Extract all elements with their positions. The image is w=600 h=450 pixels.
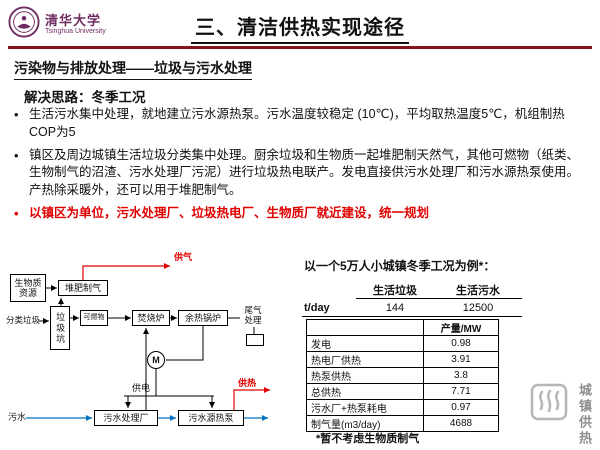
university-name-cn: 清华大学 bbox=[45, 13, 102, 28]
row-value: 3.8 bbox=[423, 367, 499, 384]
input-col-waste: 生活垃圾 bbox=[356, 281, 434, 299]
row-value: 4688 bbox=[423, 415, 499, 432]
bullet-text: 镇区及周边城镇生活垃圾分类集中处理。厨余垃圾和生物质一起堆肥制天然气，其他可燃物… bbox=[29, 147, 580, 198]
biomass-box: 生物质资源 bbox=[10, 274, 46, 302]
output-header-cell: 产量/MW bbox=[423, 319, 499, 336]
row-label: 热泵供热 bbox=[306, 367, 424, 384]
bullet-icon: • bbox=[14, 205, 19, 221]
bullet-text: 生活污水集中处理，就地建立污水源热泵。污水温度较稳定 (10℃)，平均取热温度5… bbox=[29, 107, 565, 139]
bullet-item: • 镇区及周边城镇生活垃圾分类集中处理。厨余垃圾和生物质一起堆肥制天然气，其他可… bbox=[14, 147, 586, 200]
watermark: 城镇供热 bbox=[530, 383, 594, 447]
row-value: 7.71 bbox=[423, 383, 499, 400]
bullet-icon: • bbox=[14, 107, 19, 122]
input-table: 生活垃圾 生活污水 t/day 144 12500 bbox=[302, 281, 522, 317]
generator-circle: M bbox=[147, 351, 165, 369]
row-value: 0.97 bbox=[423, 399, 499, 416]
input-table-corner bbox=[302, 281, 356, 298]
table-row: 发电 0.98 bbox=[306, 335, 499, 352]
table-row: 制气量(m3/day) 4688 bbox=[306, 415, 499, 432]
bullet-list: • 生活污水集中处理，就地建立污水源热泵。污水温度较稳定 (10℃)，平均取热温… bbox=[14, 106, 586, 228]
input-unit-label: t/day bbox=[302, 299, 356, 317]
process-diagram: 供气 生物质资源 堆肥制气 分类垃圾 垃圾坑 可燃物 焚烧炉 余热锅炉 尾气处理… bbox=[6, 250, 296, 448]
row-value: 0.98 bbox=[423, 335, 499, 352]
bullet-text: 以镇区为单位，污水处理厂、垃圾热电厂、生物质厂就近建设，统一规划 bbox=[29, 205, 430, 220]
gas-supply-label: 供气 bbox=[174, 252, 193, 262]
output-table: 产量/MW 发电 0.98 热电厂供热 3.91 热泵供热 3.8 总供热 7.… bbox=[306, 319, 499, 432]
row-label: 总供热 bbox=[306, 383, 424, 400]
input-col-sewage: 生活污水 bbox=[434, 281, 522, 299]
row-label: 污水厂+热泵耗电 bbox=[306, 399, 424, 416]
sewage-heat-pump-box: 污水源热泵 bbox=[178, 410, 244, 426]
example-footnote: *暂不考虑生物质制气 bbox=[316, 433, 420, 445]
bullet-item: • 生活污水集中处理，就地建立污水源热泵。污水温度较稳定 (10℃)，平均取热温… bbox=[14, 106, 586, 142]
row-value: 3.91 bbox=[423, 351, 499, 368]
example-title: 以一个5万人小城镇冬季工况为例*： bbox=[304, 259, 496, 273]
incinerator-box: 焚烧炉 bbox=[132, 310, 170, 326]
tsinghua-emblem-icon bbox=[8, 6, 40, 43]
tail-gas-label: 尾气处理 bbox=[244, 305, 262, 325]
bullet-item-highlight: • 以镇区为单位，污水处理厂、垃圾热电厂、生物质厂就近建设，统一规划 bbox=[14, 205, 586, 223]
watermark-logo-icon bbox=[530, 383, 568, 426]
compost-gas-box: 堆肥制气 bbox=[58, 280, 108, 296]
sewage-label: 污水 bbox=[8, 412, 27, 422]
stack-box bbox=[246, 334, 264, 346]
waste-pit-box: 垃圾坑 bbox=[50, 306, 70, 350]
combustibles-box: 可燃物 bbox=[80, 310, 108, 326]
output-header-row: 产量/MW bbox=[306, 319, 499, 336]
section-heading: 污染物与排放处理——垃圾与污水处理 bbox=[14, 58, 252, 80]
waste-heat-boiler-box: 余热锅炉 bbox=[178, 310, 228, 326]
sorted-waste-label: 分类垃圾 bbox=[6, 315, 41, 325]
header-divider-rule bbox=[8, 46, 592, 49]
power-supply-label: 供电 bbox=[132, 383, 151, 393]
row-label: 发电 bbox=[306, 335, 424, 352]
university-name-en: Tsinghua University bbox=[45, 27, 106, 35]
table-row: 污水厂+热泵耗电 0.97 bbox=[306, 399, 499, 416]
diagram-connectors bbox=[26, 263, 270, 421]
output-corner-cell bbox=[306, 319, 424, 336]
university-logo: 清华大学 Tsinghua University bbox=[8, 6, 106, 43]
table-row: 总供热 7.71 bbox=[306, 383, 499, 400]
heat-supply-label: 供热 bbox=[238, 378, 257, 388]
title-wrap: 三、清洁供热实现途径 bbox=[0, 11, 600, 44]
page-title: 三、清洁供热实现途径 bbox=[191, 11, 409, 44]
table-row: 热电厂供热 3.91 bbox=[306, 351, 499, 368]
bullet-icon: • bbox=[14, 147, 19, 163]
row-label: 热电厂供热 bbox=[306, 351, 424, 368]
watermark-text: 城镇供热 bbox=[577, 383, 592, 447]
table-row: 热泵供热 3.8 bbox=[306, 367, 499, 384]
input-value-sewage: 12500 bbox=[434, 299, 522, 317]
approach-label: 解决思路：冬季工况 bbox=[24, 90, 146, 105]
input-value-waste: 144 bbox=[356, 299, 434, 317]
sewage-plant-box: 污水处理厂 bbox=[94, 410, 158, 426]
